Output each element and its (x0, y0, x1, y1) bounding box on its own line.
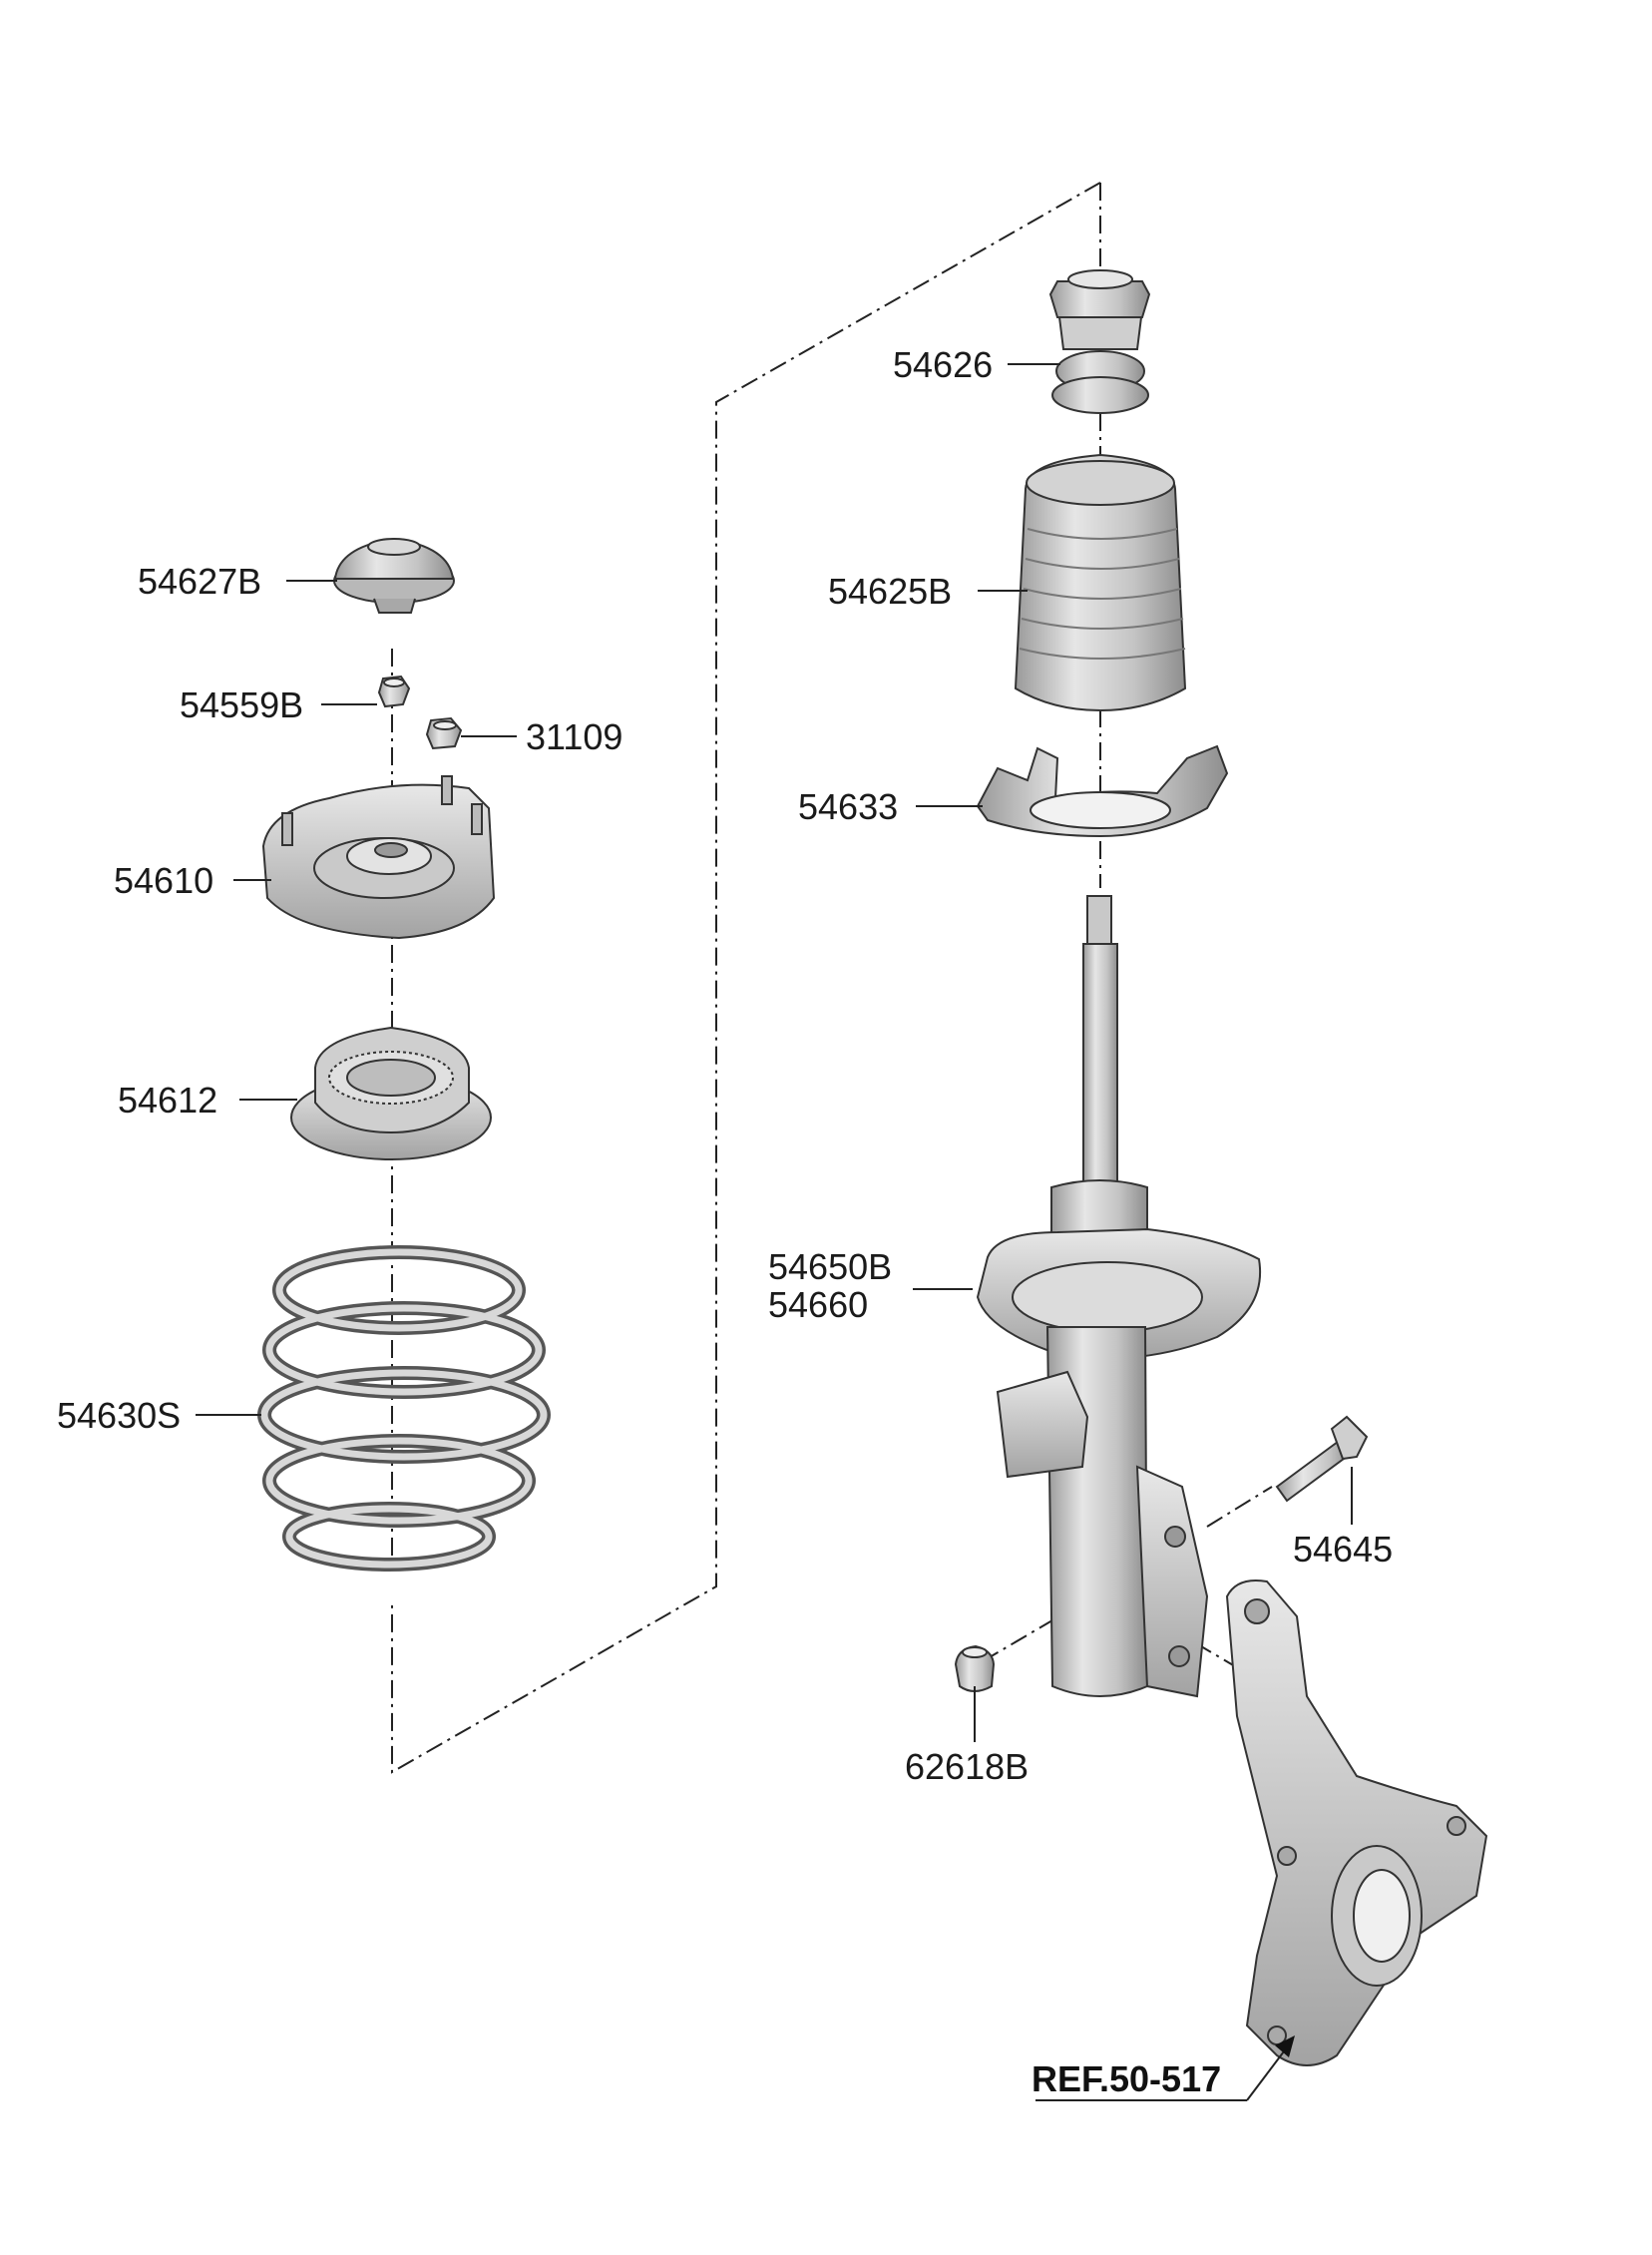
coil-spring-54630s-highlight (260, 1248, 548, 1569)
part-label-54633[interactable]: 54633 (798, 786, 898, 827)
ref-label[interactable]: REF.50-517 (1032, 2058, 1221, 2099)
part-label-54627b[interactable]: 54627B (138, 561, 261, 602)
spring-pad-54633 (976, 744, 1229, 838)
part-label-54645[interactable]: 54645 (1293, 1529, 1393, 1570)
steering-knuckle (1225, 1579, 1488, 2066)
nut-62618b (954, 1644, 996, 1692)
bolt-54645 (1275, 1415, 1369, 1503)
part-label-54625b[interactable]: 54625B (828, 571, 952, 612)
dust-boot-54625b (1014, 453, 1187, 712)
part-label-62618b[interactable]: 62618B (905, 1746, 1029, 1787)
part-label-54630s[interactable]: 54630S (57, 1395, 181, 1436)
strut-54650b (976, 895, 1261, 1698)
bump-stop-54626 (1048, 269, 1151, 414)
part-label-54626[interactable]: 54626 (893, 344, 993, 385)
nut-54559b (377, 675, 411, 708)
strut-mount-54610 (261, 775, 496, 940)
part-label-54612[interactable]: 54612 (118, 1080, 217, 1121)
nut-31109 (425, 716, 463, 750)
part-label-54660[interactable]: 54660 (768, 1284, 868, 1325)
dust-cap-54627b (333, 537, 455, 614)
part-label-54650b[interactable]: 54650B (768, 1246, 892, 1287)
part-label-54559b[interactable]: 54559B (180, 684, 303, 725)
guide-bolt-axis (1206, 1486, 1273, 1528)
part-label-54610[interactable]: 54610 (114, 860, 213, 901)
guide-frame (391, 182, 1101, 1774)
bearing-54612 (290, 1026, 492, 1160)
leader-lines (196, 363, 1353, 2101)
part-label-31109[interactable]: 31109 (526, 716, 622, 757)
ref-arrowhead (1275, 2035, 1295, 2057)
